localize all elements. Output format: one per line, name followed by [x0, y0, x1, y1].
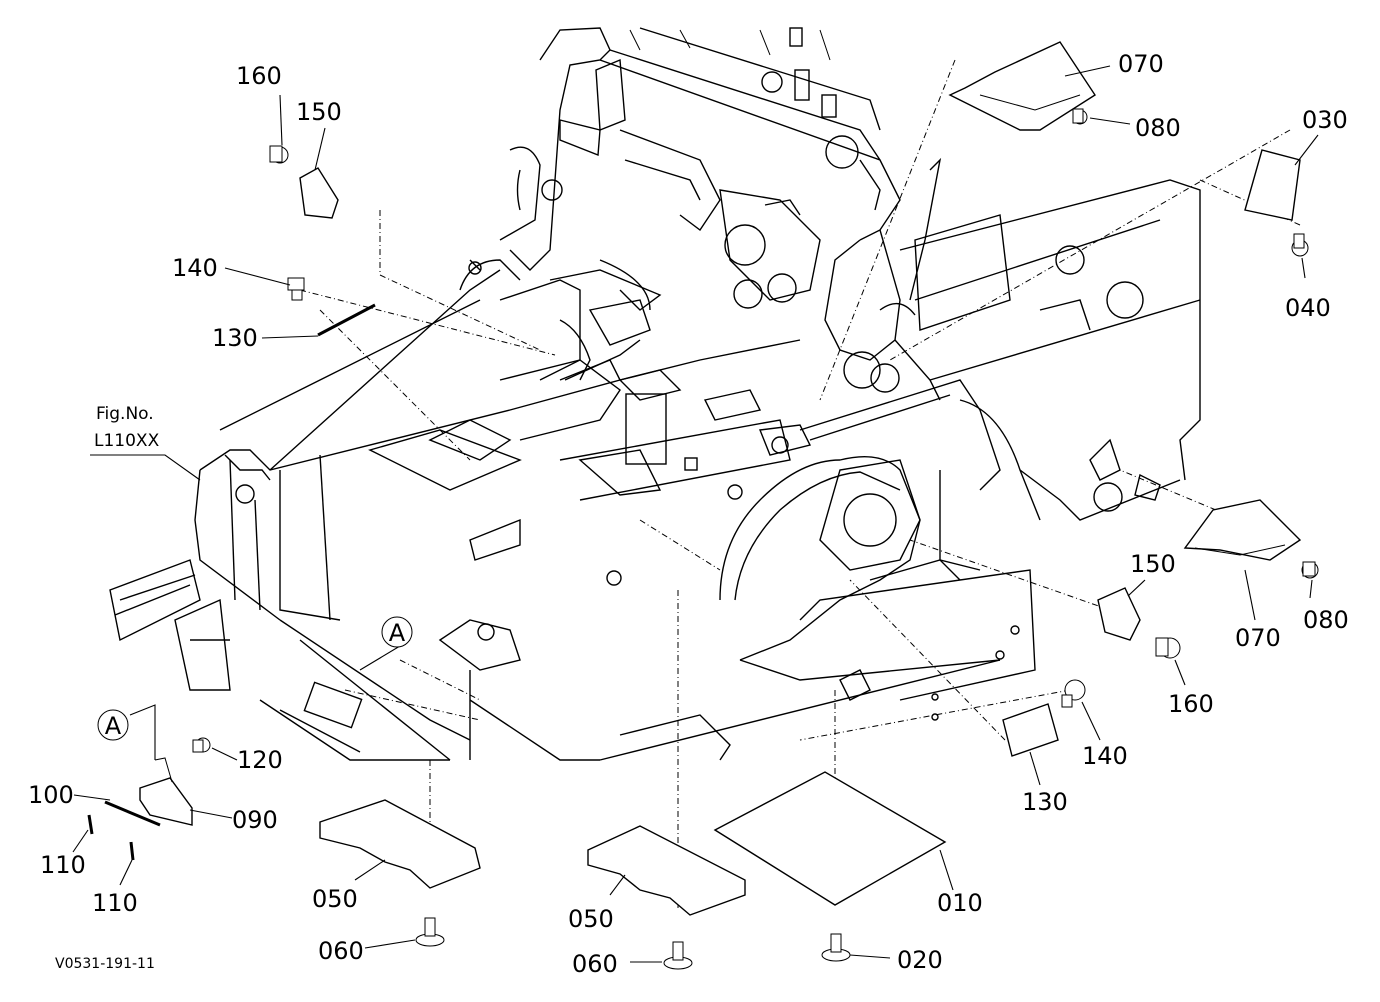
part-label-140-right: 140	[1082, 742, 1128, 770]
callout-a-top: A	[381, 616, 413, 648]
part-label-060-left: 060	[318, 937, 364, 965]
pin-110-lower-shape	[129, 841, 135, 861]
part-label-160-right: 160	[1168, 690, 1214, 718]
callout-a-inset: A	[97, 709, 129, 741]
part-label-070-top: 070	[1118, 50, 1164, 78]
rod-130-left-shape	[317, 303, 376, 337]
bracket-150-left-shape	[299, 167, 339, 219]
part-number-labels: 070 080 030 040 160 150 140 130 150 070 …	[28, 50, 1349, 978]
plate-030-shape	[1244, 149, 1301, 221]
bolt-060-center-icon	[663, 941, 693, 970]
pin-110-upper-shape	[87, 814, 94, 835]
part-label-060-center: 060	[572, 950, 618, 978]
part-label-040: 040	[1285, 294, 1331, 322]
plate-090-shape	[139, 777, 193, 826]
part-label-130-right: 130	[1022, 788, 1068, 816]
part-label-050-left: 050	[312, 885, 358, 913]
part-label-080-top: 080	[1135, 114, 1181, 142]
bolt-020-icon	[821, 933, 851, 962]
plate-130-right-shape	[1002, 703, 1059, 757]
bolt-040-icon	[1291, 233, 1309, 257]
bolt-080-top-icon	[1072, 108, 1088, 125]
bolt-120-icon	[192, 737, 211, 753]
part-label-160-left: 160	[236, 62, 282, 90]
bolt-080-right-icon	[1301, 561, 1319, 579]
leader-lines	[72, 65, 1319, 963]
part-label-030: 030	[1302, 106, 1348, 134]
part-label-150-left: 150	[296, 98, 342, 126]
bolt-140-right-icon	[1061, 679, 1086, 708]
part-label-090: 090	[232, 806, 278, 834]
fig-no-label: Fig.No.	[96, 404, 154, 424]
under-plate-050-center-shape	[587, 825, 746, 916]
bolt-160-right-icon	[1155, 637, 1181, 659]
drawing-code: V0531-191-11	[55, 956, 155, 972]
loose-parts	[87, 41, 1319, 970]
part-label-010: 010	[937, 889, 983, 917]
bolt-160-left-icon	[269, 145, 289, 164]
part-label-110-lower: 110	[92, 889, 138, 917]
callout-a-inset-label: A	[105, 712, 122, 740]
part-label-150-right: 150	[1130, 550, 1176, 578]
fig-no-value: L110XX	[94, 431, 160, 451]
bolt-140-left-icon	[287, 277, 305, 301]
cover-plate-070-top-shape	[948, 41, 1096, 131]
rod-100-shape	[104, 800, 161, 827]
under-plate-010-shape	[713, 771, 947, 906]
cover-plate-070-right-shape	[1183, 499, 1302, 561]
part-label-120: 120	[237, 746, 283, 774]
part-label-110-upper: 110	[40, 851, 86, 879]
bracket-150-right-shape	[1097, 587, 1141, 641]
bolt-060-left-icon	[415, 917, 445, 947]
part-label-130-left: 130	[212, 324, 258, 352]
under-plate-050-left-shape	[319, 799, 481, 889]
callout-a-top-label: A	[389, 619, 406, 647]
part-label-080-right: 080	[1303, 606, 1349, 634]
main-frame-drawing	[109, 27, 1201, 761]
part-label-100: 100	[28, 781, 74, 809]
alignment-lines	[299, 59, 1301, 910]
part-label-070-right: 070	[1235, 624, 1281, 652]
part-label-020: 020	[897, 946, 943, 974]
part-label-140-left: 140	[172, 254, 218, 282]
part-label-050-center: 050	[568, 905, 614, 933]
